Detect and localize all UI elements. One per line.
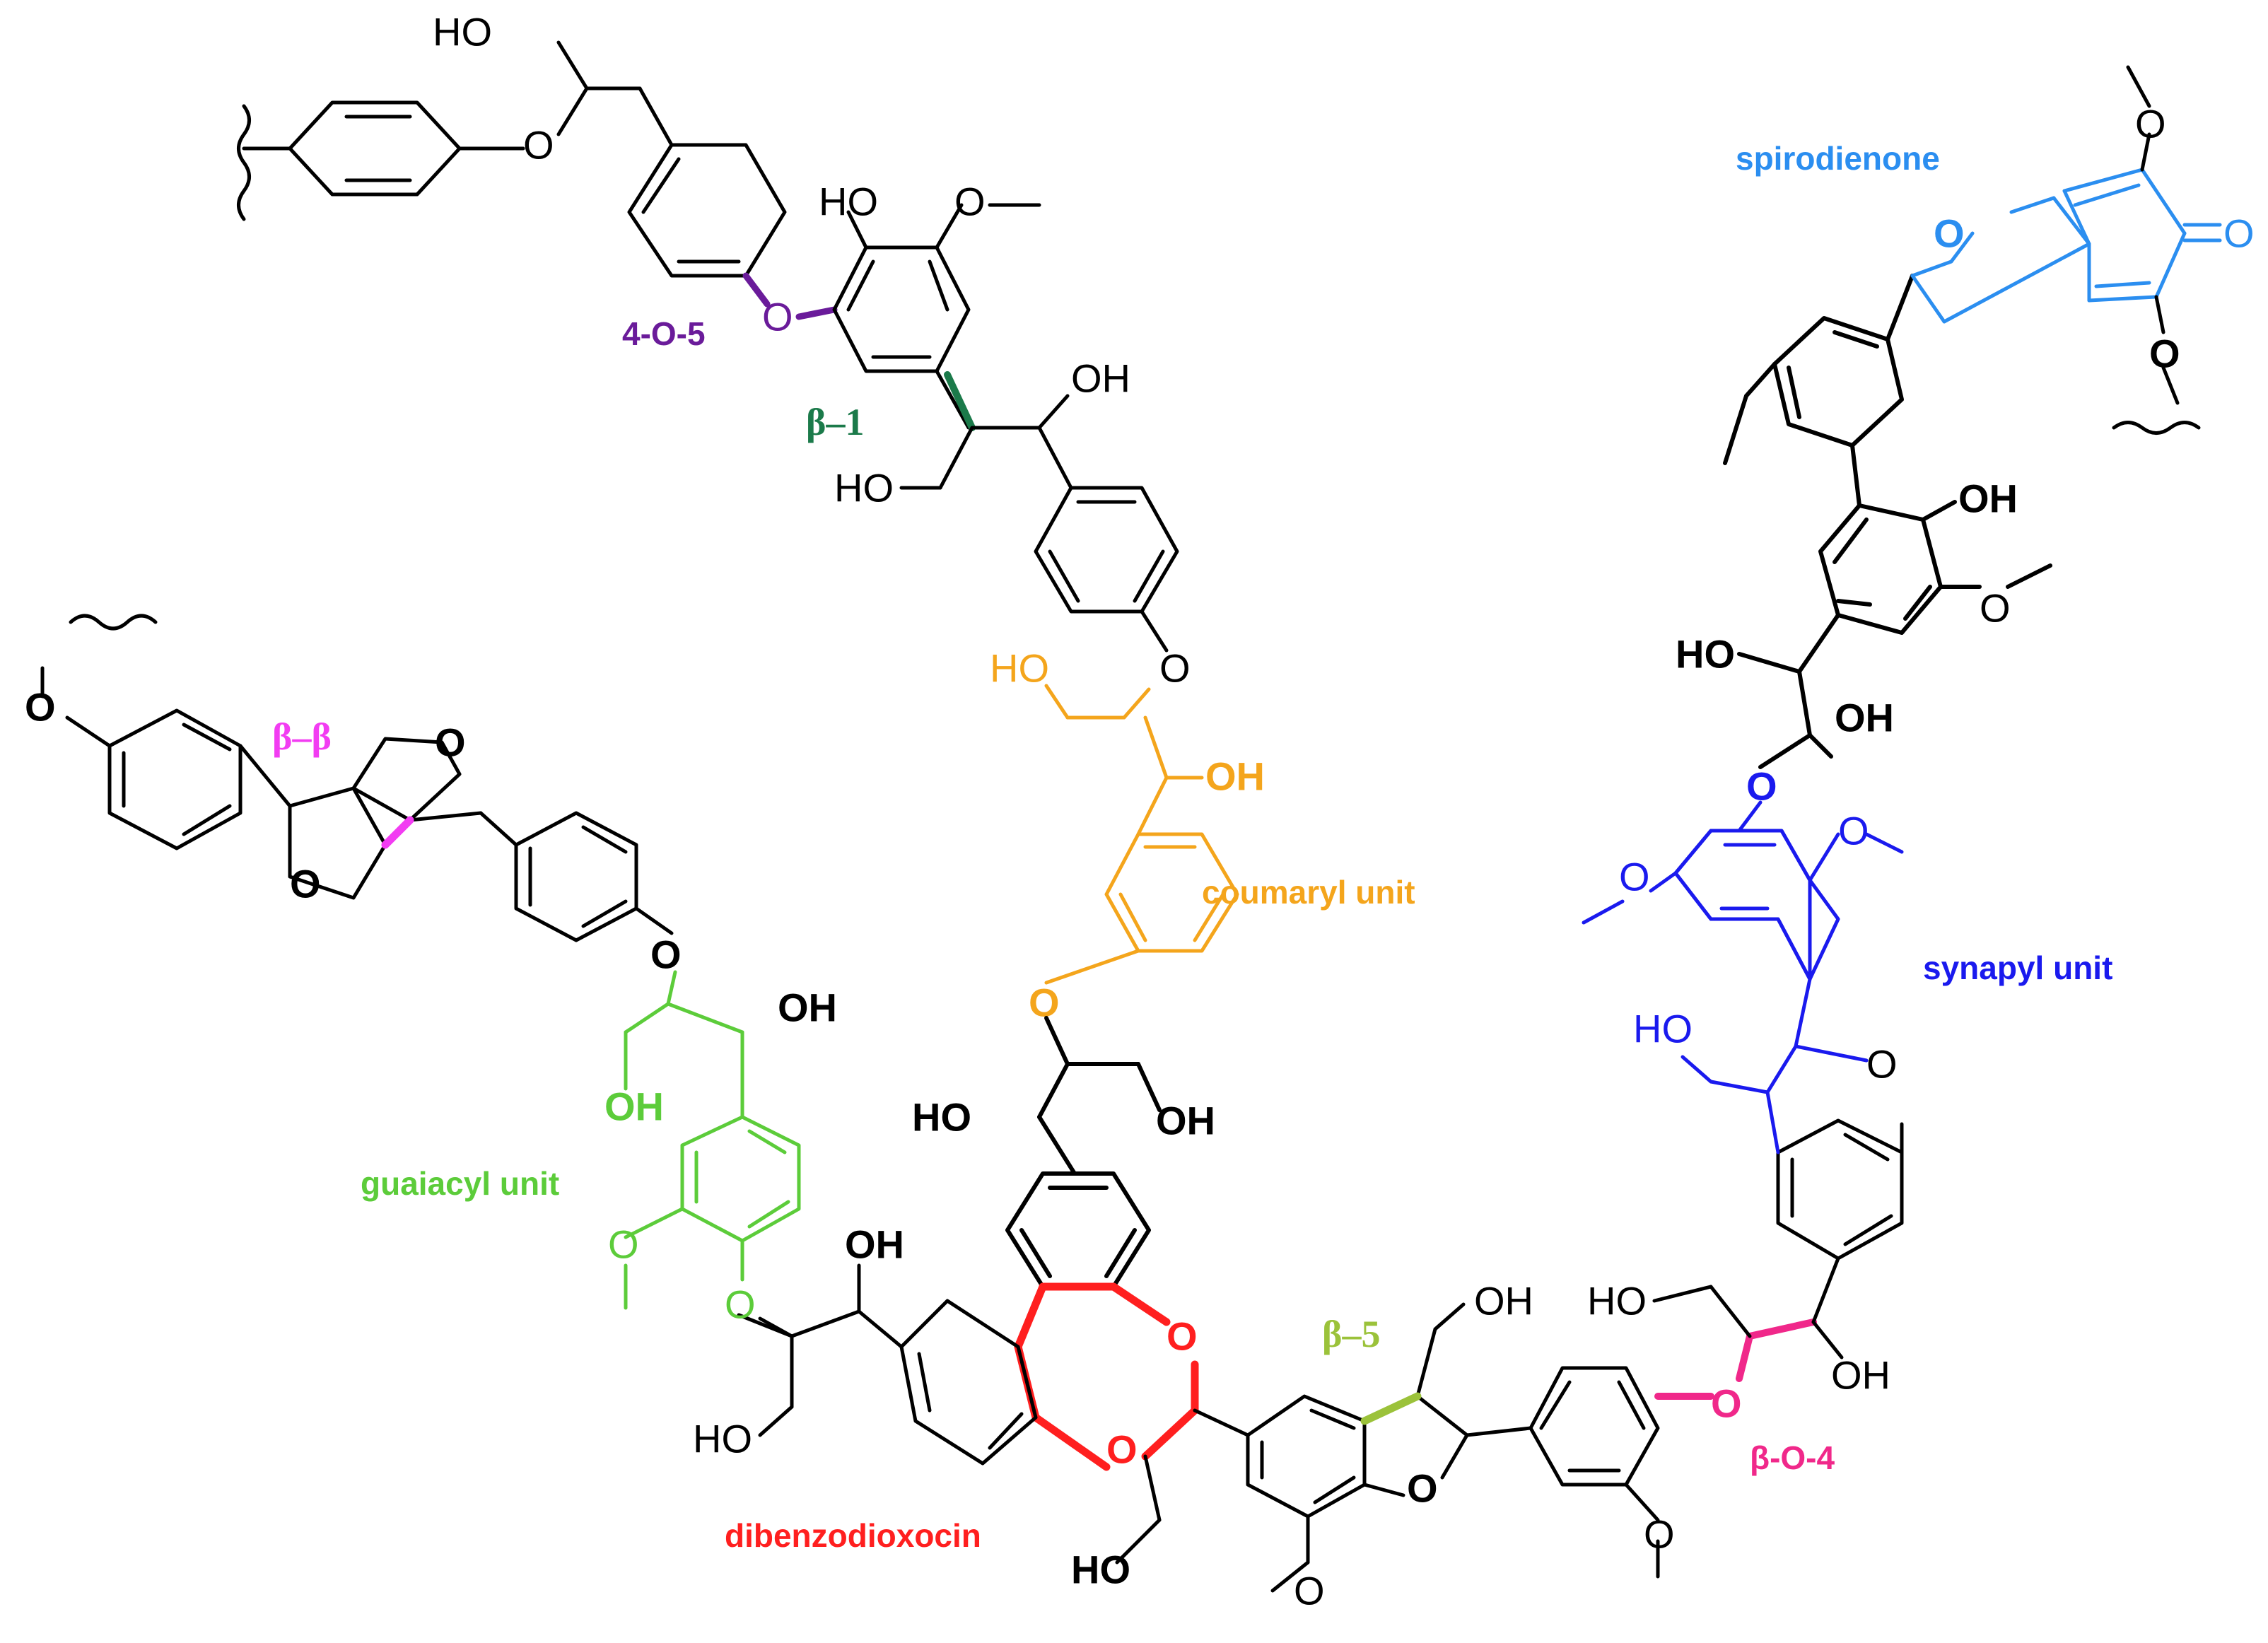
guaiacyl-unit <box>624 970 801 1310</box>
coumaryl-to-dioxocin-chain <box>1005 1016 1162 1289</box>
atom-o-d: O <box>1159 646 1191 691</box>
guaiacyl-to-g-chain <box>758 1316 794 1338</box>
atom-ho-coumaryl: HO <box>990 646 1049 691</box>
atom-oh-top-right: OH <box>1835 696 1894 740</box>
atom-o-ome-spiro-1: O <box>2135 102 2166 146</box>
atom-o-synapyl-1: O <box>1619 855 1650 899</box>
atom-o-guaiacyl-3: O <box>725 1282 756 1327</box>
atom-o-guaiacyl-2: O <box>608 1222 639 1267</box>
beta-beta-fragment <box>40 614 674 942</box>
atom-ho-f: HO <box>912 1095 971 1140</box>
bond-beta-beta <box>381 816 414 849</box>
atom-oh-beta1: OH <box>1071 356 1130 401</box>
bond-beta-1 <box>944 371 976 431</box>
label-dibenzodioxocin: dibenzodioxocin <box>725 1517 981 1554</box>
atom-o-ome-k: O <box>1294 1569 1325 1613</box>
atom-o-guaiacyl: O <box>650 932 682 977</box>
label-beta-o-4: β-O-4 <box>1750 1439 1835 1476</box>
atom-ho: HO <box>433 10 492 54</box>
atom-o-dioxocin-1: O <box>1167 1314 1198 1359</box>
atom-ho-g: HO <box>693 1417 752 1461</box>
top-right-chain <box>1723 274 2052 769</box>
atom-o-spiro-ketone: O <box>2223 211 2255 256</box>
atom-ho-dioxocin: HO <box>1071 1548 1130 1592</box>
atom-o-4o5: O <box>762 295 793 339</box>
atom-ho-synapyl: HO <box>1633 1007 1693 1051</box>
benzofuran-fragment <box>1776 1118 1904 1261</box>
atom-o-bicyclic-1: O <box>435 720 466 765</box>
coumaryl-unit <box>1044 684 1239 985</box>
atom-o-ring-o: O <box>1980 586 2011 631</box>
atom-ho-2: HO <box>819 180 878 224</box>
atom-oh-guaiacyl-2: OH <box>778 986 837 1030</box>
atom-oh-f: OH <box>1156 1099 1215 1143</box>
atom-o-benzofuran: O <box>1866 1042 1898 1087</box>
synapyl-unit <box>1582 800 1904 1154</box>
dibenzodioxocin-ring <box>1014 1282 1199 1471</box>
label-4-o-5: 4-O-5 <box>622 315 706 352</box>
label-beta-1: β–1 <box>806 401 864 443</box>
atom-oh-beta5: OH <box>1474 1279 1533 1323</box>
label-synapyl-unit: synapyl unit <box>1923 949 2112 986</box>
atom-o-ome-l: O <box>1644 1512 1675 1557</box>
atom-ho-beta1: HO <box>834 466 894 510</box>
ring-c <box>832 203 1041 430</box>
label-coumaryl-unit: coumaryl unit <box>1202 874 1415 911</box>
bond-beta-o-4 <box>1654 1319 1817 1400</box>
top-left-fragment <box>237 40 787 278</box>
beta-5-fragment <box>1246 1302 1660 1593</box>
atom-o-ome-spiro-2: O <box>2149 332 2180 376</box>
atom-o-bicyclic-2: O <box>290 862 321 906</box>
label-spirodienone: spirodienone <box>1736 140 1940 177</box>
beta-o-4-chain <box>1652 1256 1844 1360</box>
bond-beta-5 <box>1360 1392 1422 1425</box>
atom-o-furan: O <box>1407 1466 1438 1511</box>
atom-o-synapyl-3: O <box>1746 764 1777 809</box>
atom-o-synapyl-2: O <box>1838 809 1869 853</box>
label-beta-5: β–5 <box>1322 1313 1380 1355</box>
atom-oh-guaiacyl: OH <box>604 1084 664 1129</box>
atom-o-coumaryl: O <box>1029 981 1060 1025</box>
atom-o-left: O <box>25 685 56 730</box>
atom-oh-g: OH <box>845 1222 904 1267</box>
atom-oh-beta-o-4: OH <box>1831 1353 1890 1398</box>
atom-oh-ring-o: OH <box>1958 476 2018 521</box>
atom-o: O <box>523 123 554 168</box>
spirodienone-unit <box>1910 168 2222 324</box>
atom-oh-coumaryl: OH <box>1205 754 1265 799</box>
label-beta-beta: β–β <box>272 715 332 758</box>
atom-o-2: O <box>954 180 986 224</box>
beta-1-chain <box>899 394 1179 653</box>
atom-o-dioxocin-2: O <box>1106 1427 1138 1472</box>
atom-ho-top-right: HO <box>1676 632 1735 677</box>
bond-4-o-5 <box>742 272 838 320</box>
spirodienone-substituents <box>2112 65 2201 435</box>
atom-o-beta-o-4: O <box>1711 1381 1742 1426</box>
atom-o-spiro-ring: O <box>1934 211 1965 256</box>
atom-ho-beta-o-4: HO <box>1587 1279 1647 1323</box>
label-guaiacyl-unit: guaiacyl unit <box>361 1165 559 1202</box>
